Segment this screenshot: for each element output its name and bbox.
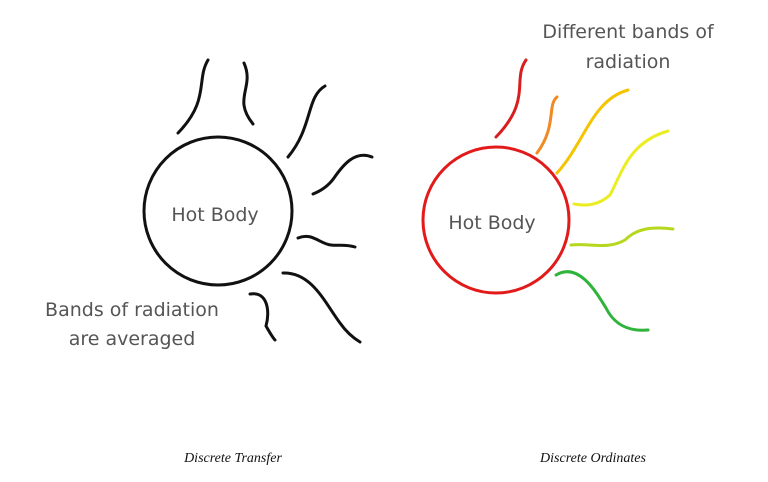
left-radiation-rays: [176, 58, 374, 344]
ray-6: [281, 271, 362, 344]
left-panel: Hot Body Bands of radiation are averaged…: [45, 58, 374, 466]
band-red: [494, 58, 528, 139]
right-panel: Hot Body Different bands of radiation Di…: [421, 21, 715, 466]
right-hot-body-label: Hot Body: [448, 212, 535, 234]
left-hot-body-label: Hot Body: [171, 204, 258, 226]
left-caption: Discrete Transfer: [183, 451, 282, 466]
band-orange: [535, 95, 559, 155]
ray-2: [242, 61, 255, 126]
band-green: [554, 270, 650, 332]
right-caption: Discrete Ordinates: [539, 451, 646, 466]
ray-4: [311, 153, 374, 196]
band-amber: [555, 88, 630, 175]
ray-3: [286, 84, 327, 159]
right-note-line1: Different bands of: [542, 21, 715, 43]
ray-5: [296, 234, 357, 249]
left-note-line2: are averaged: [69, 328, 196, 350]
band-yellow-green: [569, 226, 675, 247]
left-note-line1: Bands of radiation: [45, 299, 219, 321]
right-note-line2: radiation: [586, 51, 671, 73]
right-hot-body-circle: [421, 145, 571, 295]
left-hot-body-circle: [142, 135, 294, 287]
ray-1: [176, 58, 210, 135]
right-radiation-bands: [494, 58, 675, 332]
band-yellow: [572, 129, 670, 207]
ray-7: [248, 292, 277, 342]
